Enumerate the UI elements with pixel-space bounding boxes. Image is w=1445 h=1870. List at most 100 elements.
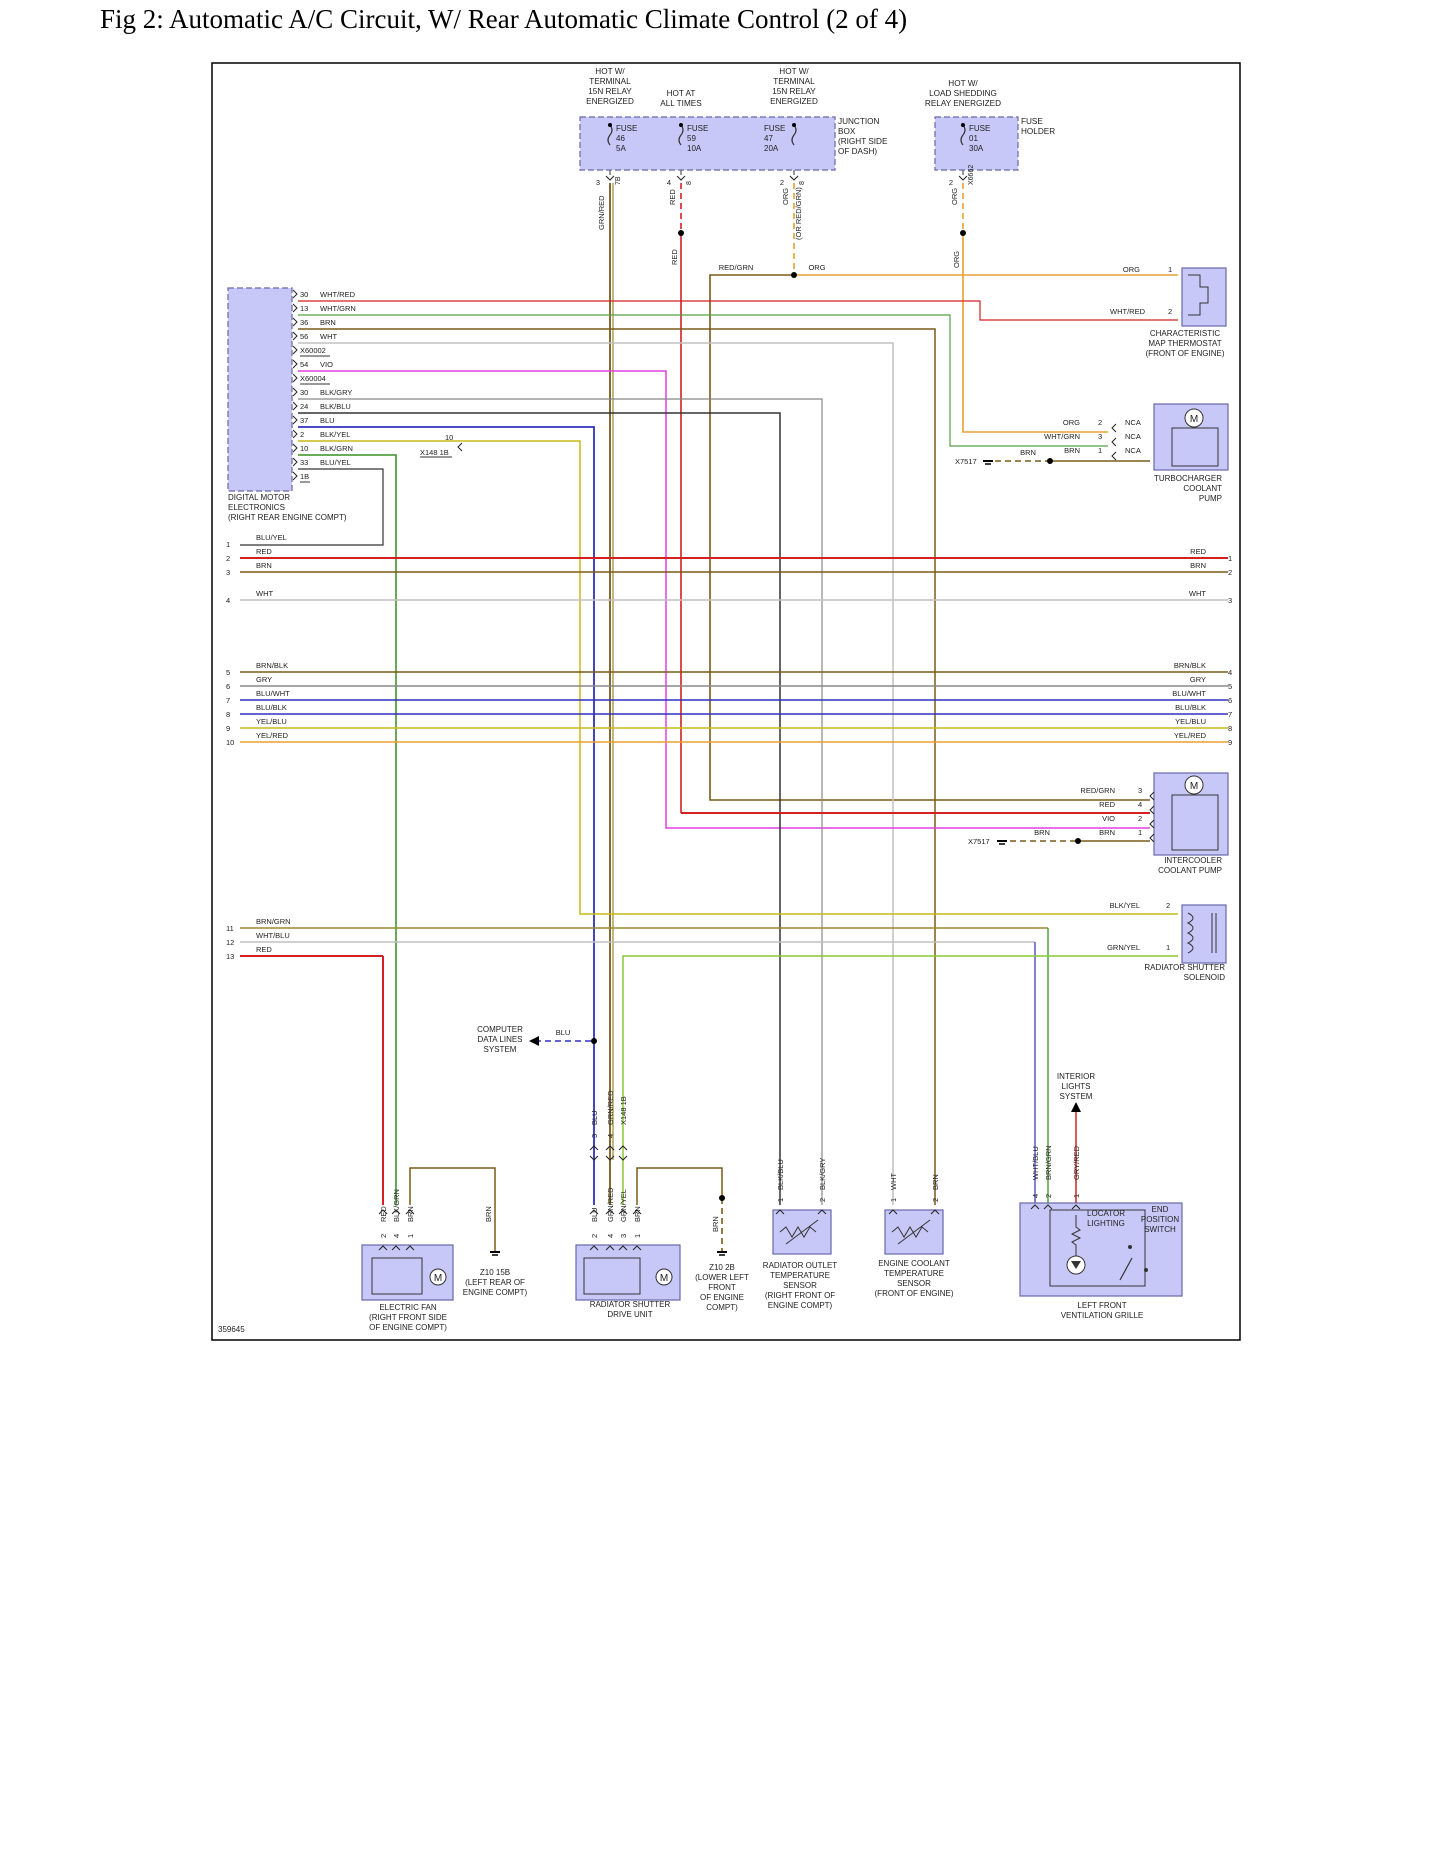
wire-label: BRN/BLK <box>256 661 288 670</box>
pin-number: 33 <box>300 458 308 467</box>
connector-icon <box>618 1155 628 1161</box>
junction-box-label: (RIGHT SIDE <box>838 137 888 146</box>
pin-number: 10 <box>445 433 453 442</box>
switch-icon <box>1128 1245 1132 1249</box>
wire <box>298 440 1178 915</box>
thermistor-icon <box>779 1226 817 1238</box>
splice-dot <box>678 230 684 236</box>
pin-number: 1 <box>1166 943 1170 952</box>
wire-label: YEL/RED <box>1174 731 1207 740</box>
connector-id: X148 1B <box>619 1096 628 1125</box>
pin-number: 3 <box>596 178 600 187</box>
connector-icon <box>958 175 968 181</box>
connector-id: 8 <box>799 181 806 185</box>
connector-icon <box>292 289 298 299</box>
fuse-label: 10A <box>687 144 702 153</box>
thermostat-box <box>1181 267 1227 327</box>
bus-number: 13 <box>226 952 234 961</box>
thermostat-label: CHARACTERISTIC <box>1150 329 1220 338</box>
wire <box>298 300 1178 321</box>
wire-label: BLK/GRN <box>392 1189 401 1222</box>
bus-number: 12 <box>226 938 234 947</box>
wire-label: GRN/RED <box>606 1187 615 1222</box>
wire-label: WHT <box>320 332 337 341</box>
wire-label: BRN <box>1190 561 1206 570</box>
bus-number: 7 <box>1228 710 1232 719</box>
supply-label: HOT W/ <box>779 67 809 76</box>
wire-label: BRN <box>1034 828 1050 837</box>
connector-icon <box>405 1209 415 1215</box>
connector-id: X148 1B <box>420 448 449 457</box>
connector-icon <box>378 1245 388 1251</box>
pin-number: 1B <box>300 472 309 481</box>
bus-number: 1 <box>1228 554 1232 563</box>
connector-icon <box>775 1209 785 1215</box>
wire <box>298 342 894 1205</box>
pin-number: 1 <box>776 1198 785 1202</box>
connector-icon <box>391 1245 401 1251</box>
fuse-icon <box>792 123 796 127</box>
junction-box-label: BOX <box>838 127 856 136</box>
wire-label: RED <box>379 1206 388 1222</box>
computer-data-label: SYSTEM <box>484 1045 517 1054</box>
motor-icon: M <box>1190 414 1198 425</box>
pin-number: 2 <box>1168 307 1172 316</box>
fuse-label: FUSE <box>616 124 637 133</box>
wire-label: BRN <box>406 1206 415 1222</box>
fuse-label: 01 <box>969 134 978 143</box>
arrow-up-icon <box>1071 1102 1081 1112</box>
connector-icon <box>589 1155 599 1161</box>
switch-label: SWITCH <box>1144 1225 1176 1234</box>
pin-number: 2 <box>379 1234 388 1238</box>
bus-number: 1 <box>226 540 230 549</box>
pump-body <box>1171 427 1219 467</box>
switch-label: END <box>1152 1205 1169 1214</box>
wire-label: BLU/YEL <box>256 533 287 542</box>
nca-label: NCA <box>1125 446 1141 455</box>
pin-number: 30 <box>300 290 308 299</box>
pin-number: 30 <box>300 388 308 397</box>
connector-icon <box>1030 1204 1040 1210</box>
connector-id: X6662 <box>968 165 975 185</box>
connector-icon <box>605 175 615 181</box>
bus-number: 4 <box>1228 668 1232 677</box>
bus-number: 4 <box>226 596 230 605</box>
connector-icon <box>292 317 298 327</box>
connector-icon <box>378 1209 388 1215</box>
supply-label: TERMINAL <box>589 77 631 86</box>
coolant-sensor-label: SENSOR <box>897 1279 931 1288</box>
wire-label: RED <box>670 249 679 265</box>
pin-number: 10 <box>300 444 308 453</box>
wire-label: (OR RED/GRN) <box>794 187 803 240</box>
shutter-drive-label: RADIATOR SHUTTER <box>590 1300 671 1309</box>
wire <box>636 1167 723 1205</box>
pin-number: X60004 <box>300 374 326 383</box>
fuse-icon <box>791 124 797 146</box>
fuse-icon <box>678 124 684 146</box>
pin-number: 2 <box>1098 418 1102 427</box>
wire-label: ORG <box>781 188 790 205</box>
fuse-label: FUSE <box>969 124 990 133</box>
fuse-icon <box>679 123 683 127</box>
fuse-label: 46 <box>616 134 625 143</box>
wire-label: BLU <box>590 1207 599 1222</box>
fuse-label: FUSE <box>687 124 708 133</box>
pin-number: 4 <box>1031 1194 1040 1198</box>
computer-data-label: COMPUTER <box>477 1025 523 1034</box>
wire-label: RED <box>1190 547 1206 556</box>
connector-icon <box>676 175 686 181</box>
pin-number: 13 <box>300 304 308 313</box>
wire-label: BRN/BLK <box>1174 661 1206 670</box>
connector-icon <box>589 1245 599 1251</box>
ground-z10-2b-label: FRONT <box>708 1283 736 1292</box>
fuse-icon <box>960 124 966 146</box>
fuse-label: FUSE <box>764 124 785 133</box>
solenoid-label: RADIATOR SHUTTER <box>1144 963 1225 972</box>
supply-label: 15N RELAY <box>588 87 632 96</box>
wire-label: BLU/YEL <box>320 458 351 467</box>
connector-icon <box>618 1209 628 1215</box>
page-title: Fig 2: Automatic A/C Circuit, W/ Rear Au… <box>100 4 908 34</box>
connector-icon <box>605 1155 615 1161</box>
pin-number: 2 <box>300 430 304 439</box>
pin-number: 1 <box>633 1234 642 1238</box>
